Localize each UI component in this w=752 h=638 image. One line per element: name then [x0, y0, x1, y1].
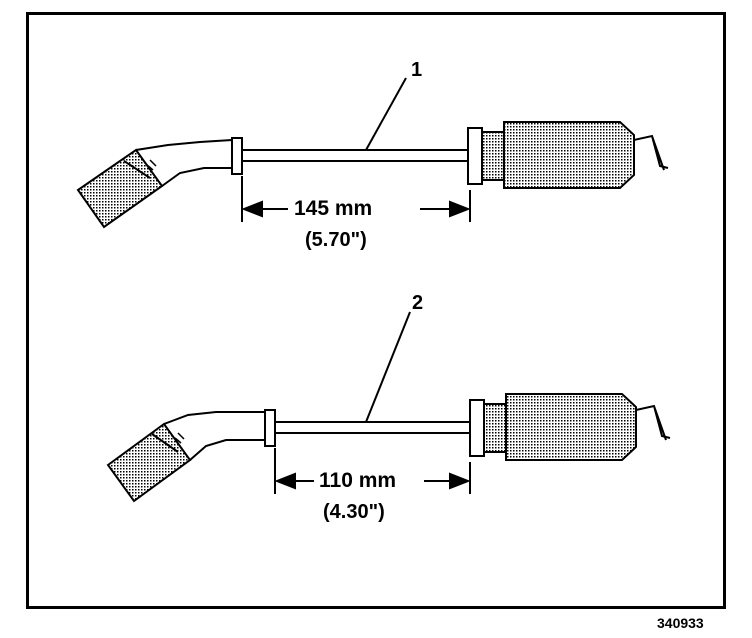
grommet-1	[231, 137, 243, 175]
connector-2	[106, 411, 265, 503]
sensor-rod-1	[242, 149, 468, 162]
dimension-mm-2: 110 mm	[319, 469, 397, 492]
sending-unit-2	[469, 393, 671, 461]
diagram-border	[26, 12, 726, 609]
sending-unit-1	[467, 121, 669, 189]
dimension-arrow-2	[274, 448, 471, 494]
callout-label-1: 1	[411, 59, 423, 81]
leader-line-2	[365, 311, 411, 423]
sensor-rod-2	[275, 421, 470, 434]
fuel-level-sensor-2	[106, 393, 671, 503]
dimension-in-1: (5.70")	[305, 229, 367, 251]
fuel-level-sensor-1	[76, 121, 669, 229]
connector-1	[76, 139, 233, 229]
callout-label-2: 2	[412, 292, 424, 314]
grommet-2	[264, 409, 276, 447]
dimension-arrow-1	[241, 176, 471, 222]
leader-line-1	[365, 77, 407, 151]
dimension-in-2: (4.30")	[323, 501, 385, 523]
figure-number: 340933	[657, 615, 704, 631]
dimension-mm-1: 145 mm	[294, 197, 373, 220]
